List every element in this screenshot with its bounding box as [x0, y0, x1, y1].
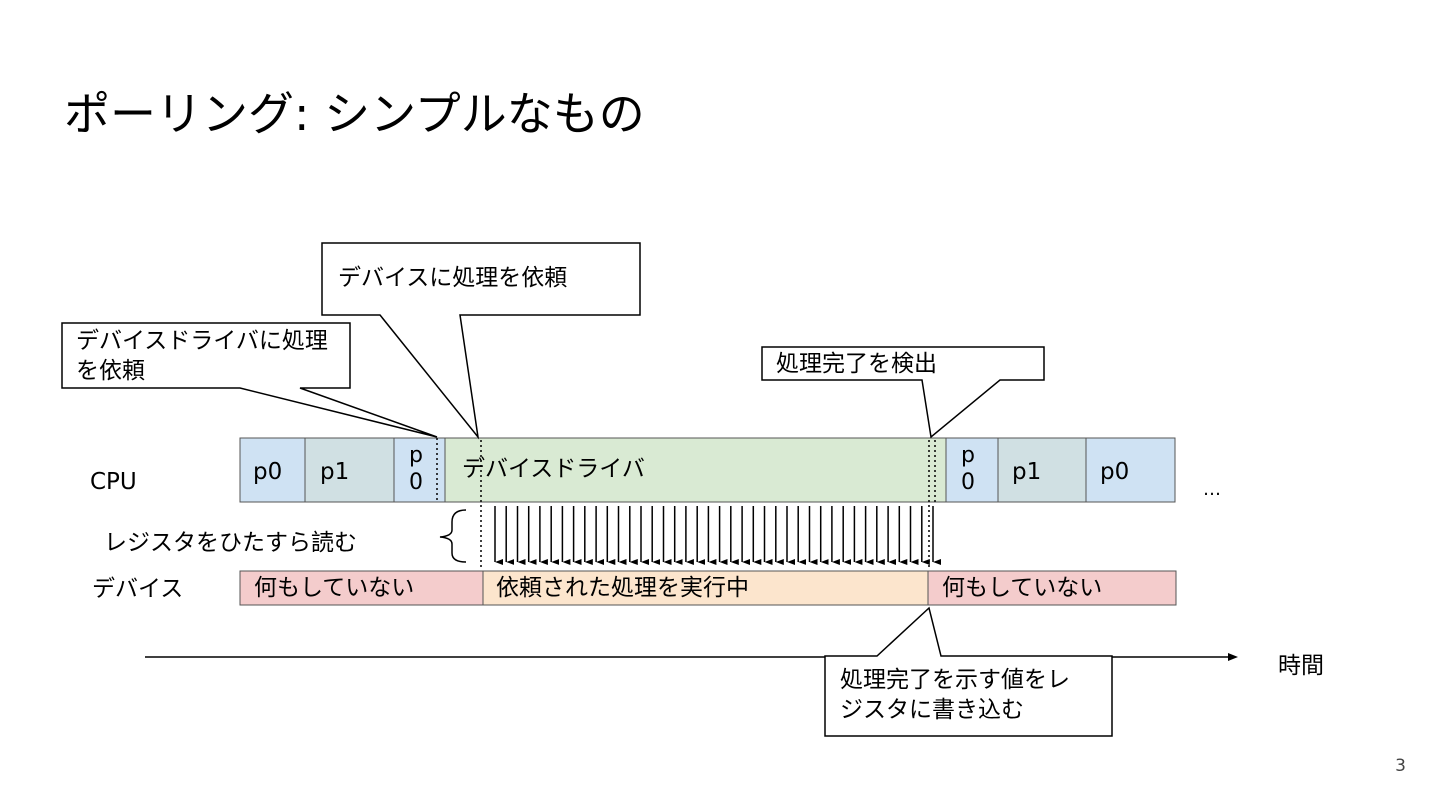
cpu-row-label: CPU [90, 469, 137, 495]
cpu-segment-label-stacked: p 0 [955, 442, 981, 496]
device-row-label: デバイス [92, 576, 184, 602]
callout-write-register-shape [824, 606, 1113, 737]
cpu-segment-label: p0 [253, 459, 283, 485]
register-read-arrows [494, 506, 941, 565]
cpu-segment-p1-1 [304, 437, 395, 503]
cpu-segment-label: p1 [1012, 459, 1042, 485]
page-title: ポーリング: シンプルなもの [64, 87, 645, 141]
cpu-continuation: … [1203, 479, 1221, 500]
page-number: 3 [1395, 756, 1406, 776]
stacked-char-p: p [961, 443, 975, 468]
device-segment-idle-2 [927, 570, 1177, 606]
curly-brace [439, 509, 467, 563]
callout-detect-done: 処理完了を検出 [776, 351, 937, 377]
register-read-label: レジスタをひたすら読む [104, 530, 357, 556]
cpu-segment-driver [444, 437, 947, 503]
device-segment-label: 何もしていない [942, 575, 1103, 601]
device-segment-label: 依頼された処理を実行中 [496, 575, 749, 601]
stacked-char-p: p [409, 443, 423, 468]
cpu-segment-label: p0 [1100, 459, 1130, 485]
cpu-segment-p1-2 [997, 437, 1087, 503]
cpu-segment-p0-3 [945, 437, 999, 503]
callout-driver-request-shape [61, 322, 438, 438]
stacked-char-0: 0 [961, 470, 975, 495]
callout-detect-done-shape [761, 346, 1045, 439]
cpu-segment-label: デバイスドライバ [462, 456, 645, 482]
cpu-segment-label-stacked: p 0 [403, 442, 429, 496]
time-axis-label: 時間 [1278, 653, 1324, 679]
callout-driver-request: デバイスドライバに処理を依頼 [76, 328, 328, 384]
device-segment-label: 何もしていない [254, 575, 415, 601]
stacked-char-0: 0 [409, 470, 423, 495]
callout-device-request: デバイスに処理を依頼 [338, 265, 568, 291]
cpu-segment-p0-4 [1085, 437, 1176, 503]
callout-write-register: 処理完了を示す値をレジスタに書き込む [840, 667, 1070, 723]
cpu-segment-p0-1 [239, 437, 306, 503]
device-segment-busy [482, 570, 929, 606]
callout-device-request-shape [321, 242, 641, 440]
cpu-segment-label: p1 [320, 459, 350, 485]
